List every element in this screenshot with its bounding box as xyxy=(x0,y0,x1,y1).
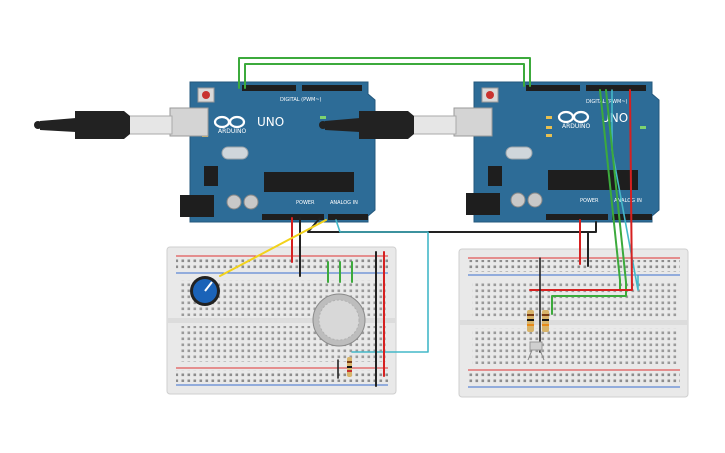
photodiode[interactable] xyxy=(527,341,545,361)
model-label: UNO xyxy=(601,111,628,125)
model-label: UNO xyxy=(257,115,284,129)
wire-black xyxy=(307,217,589,243)
analog-label: ANALOG IN xyxy=(330,200,358,206)
wire-red xyxy=(529,89,633,291)
power-label: POWER xyxy=(296,200,315,206)
wire-yellow xyxy=(219,219,327,277)
wires xyxy=(219,57,639,387)
resistor[interactable] xyxy=(542,310,549,332)
digital-label: DIGITAL (PWM~) xyxy=(280,97,322,103)
usb-cable-right[interactable] xyxy=(319,111,457,139)
wire-cyan xyxy=(335,219,429,353)
analog-label: ANALOG IN xyxy=(614,198,642,204)
wire-green xyxy=(551,89,627,315)
breadboard-right[interactable] xyxy=(458,248,689,398)
arduino-logo: ARDUINO UNO xyxy=(213,115,284,135)
gas-sensor[interactable] xyxy=(312,293,366,347)
resistor[interactable] xyxy=(527,310,534,332)
usb-cable-left[interactable] xyxy=(34,111,173,139)
potentiometer[interactable] xyxy=(190,276,220,306)
wire-green xyxy=(244,63,525,89)
wire-green xyxy=(238,57,531,89)
resistor[interactable] xyxy=(347,357,352,377)
wire-black xyxy=(587,221,597,233)
arduino-uno-left[interactable]: ARDUINO UNO DIGITAL (PWM~) POWER ANALOG … xyxy=(169,81,376,223)
breadboard-left[interactable] xyxy=(166,246,397,395)
wire-cyan xyxy=(611,89,639,291)
brand-label: ARDUINO xyxy=(562,123,591,130)
power-label: POWER xyxy=(580,198,599,204)
arduino-uno-right[interactable]: ARDUINO UNO DIGITAL (PWM~) POWER ANALOG … xyxy=(453,81,660,223)
brand-label: ARDUINO xyxy=(218,128,247,135)
